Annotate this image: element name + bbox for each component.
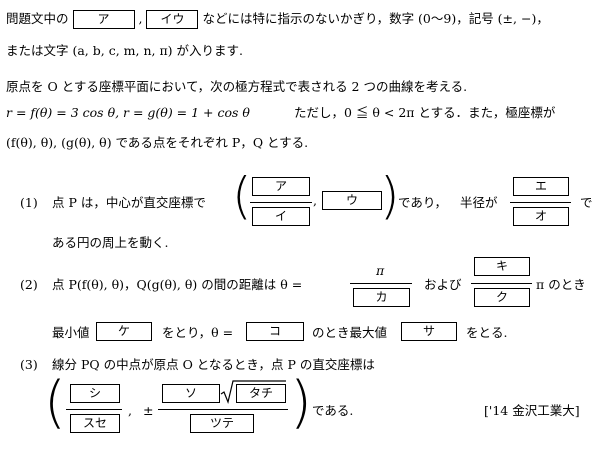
answer-box-suse: スセ: [70, 414, 120, 433]
answer-box-e: エ: [513, 177, 569, 196]
answer-box-ka: カ: [353, 288, 410, 307]
sqrt-symbol: [220, 380, 286, 404]
problem-line-3: (f(θ), θ), (g(θ), θ) である点をそれぞれ P，Q とする.: [6, 135, 309, 150]
comma: ,: [313, 193, 317, 208]
q1-text-2: であり，: [398, 195, 448, 210]
fraction-bar: [66, 409, 122, 410]
fraction-bar: [158, 409, 288, 410]
source-citation: ['14 金沢工業大]: [484, 403, 580, 418]
q3-text-1: 線分 PQ の中点が原点 O となるとき，点 P の直交座標は: [52, 357, 375, 372]
intro-text-2: などには特に指示のないかぎり，数字 (0〜9)，記号 (±, −)，: [202, 11, 549, 26]
problem-equations: r = f(θ) = 3 cos θ, r = g(θ) = 1 + cos θ: [6, 105, 250, 120]
q1-text-4: で: [580, 195, 593, 210]
left-paren: (: [232, 167, 252, 225]
answer-box-shi: シ: [70, 384, 120, 403]
q2-text-4: 最小値: [52, 325, 90, 340]
answer-box-ke: ケ: [96, 322, 152, 341]
comma: ,: [128, 403, 132, 418]
q3-text-2: である.: [312, 403, 354, 418]
answer-box-ku: ク: [474, 288, 530, 307]
problem-line-1: 原点を O とする座標平面において，次の極方程式で表される 2 つの曲線を考える…: [6, 79, 468, 94]
answer-box-ki: キ: [474, 257, 530, 276]
answer-box-u: ウ: [322, 191, 382, 210]
answer-box-tachi: タチ: [236, 384, 286, 403]
answer-box-a-q1: ア: [252, 177, 310, 196]
problem-line-2: ただし，0 ≦ θ < 2π とする．また，極座標が: [294, 105, 556, 120]
plus-minus-sign: ±: [143, 403, 154, 418]
q2-text-2: および: [424, 277, 462, 292]
q3-number: (3): [20, 357, 38, 372]
fraction-bar: [510, 202, 571, 203]
q2-text-3: π のとき: [536, 277, 586, 292]
q1-text-3: 半径が: [460, 195, 498, 210]
q2-text-6: のとき最大値: [312, 325, 388, 340]
comma: ,: [138, 11, 143, 26]
answer-box-o: オ: [513, 207, 569, 226]
left-paren: (: [44, 370, 66, 435]
q1-text-1: 点 P は，中心が直交座標で: [52, 195, 206, 210]
q1-number: (1): [20, 195, 38, 210]
q2-text-1: 点 P(f(θ), θ)，Q(g(θ), θ) の間の距離は θ =: [52, 277, 303, 292]
right-paren: ): [380, 167, 400, 225]
fraction-bar: [350, 283, 412, 284]
pi-symbol: π: [376, 263, 385, 278]
answer-box-sa: サ: [401, 322, 457, 341]
answer-box-ko: コ: [246, 322, 304, 341]
q2-text-5: をとり，θ =: [162, 325, 234, 340]
q2-text-7: をとる.: [466, 325, 508, 340]
q2-number: (2): [20, 277, 38, 292]
intro-line-1: 問題文中の ア , イウ などには特に指示のないかぎり，数字 (0〜9)，記号 …: [6, 10, 549, 29]
answer-box-tsute: ツテ: [190, 414, 254, 433]
answer-box-so: ソ: [162, 384, 220, 403]
answer-box-iu: イウ: [146, 10, 199, 29]
intro-text: 問題文中の: [6, 11, 69, 26]
fraction-bar: [471, 283, 532, 284]
answer-box-a: ア: [72, 10, 135, 29]
intro-line-2: または文字 (a, b, c, m, n, π) が入ります.: [6, 43, 243, 58]
answer-box-i: イ: [252, 207, 310, 226]
fraction-bar: [250, 202, 312, 203]
right-paren: ): [290, 370, 312, 435]
q1-text-5: ある円の周上を動く.: [52, 235, 169, 250]
